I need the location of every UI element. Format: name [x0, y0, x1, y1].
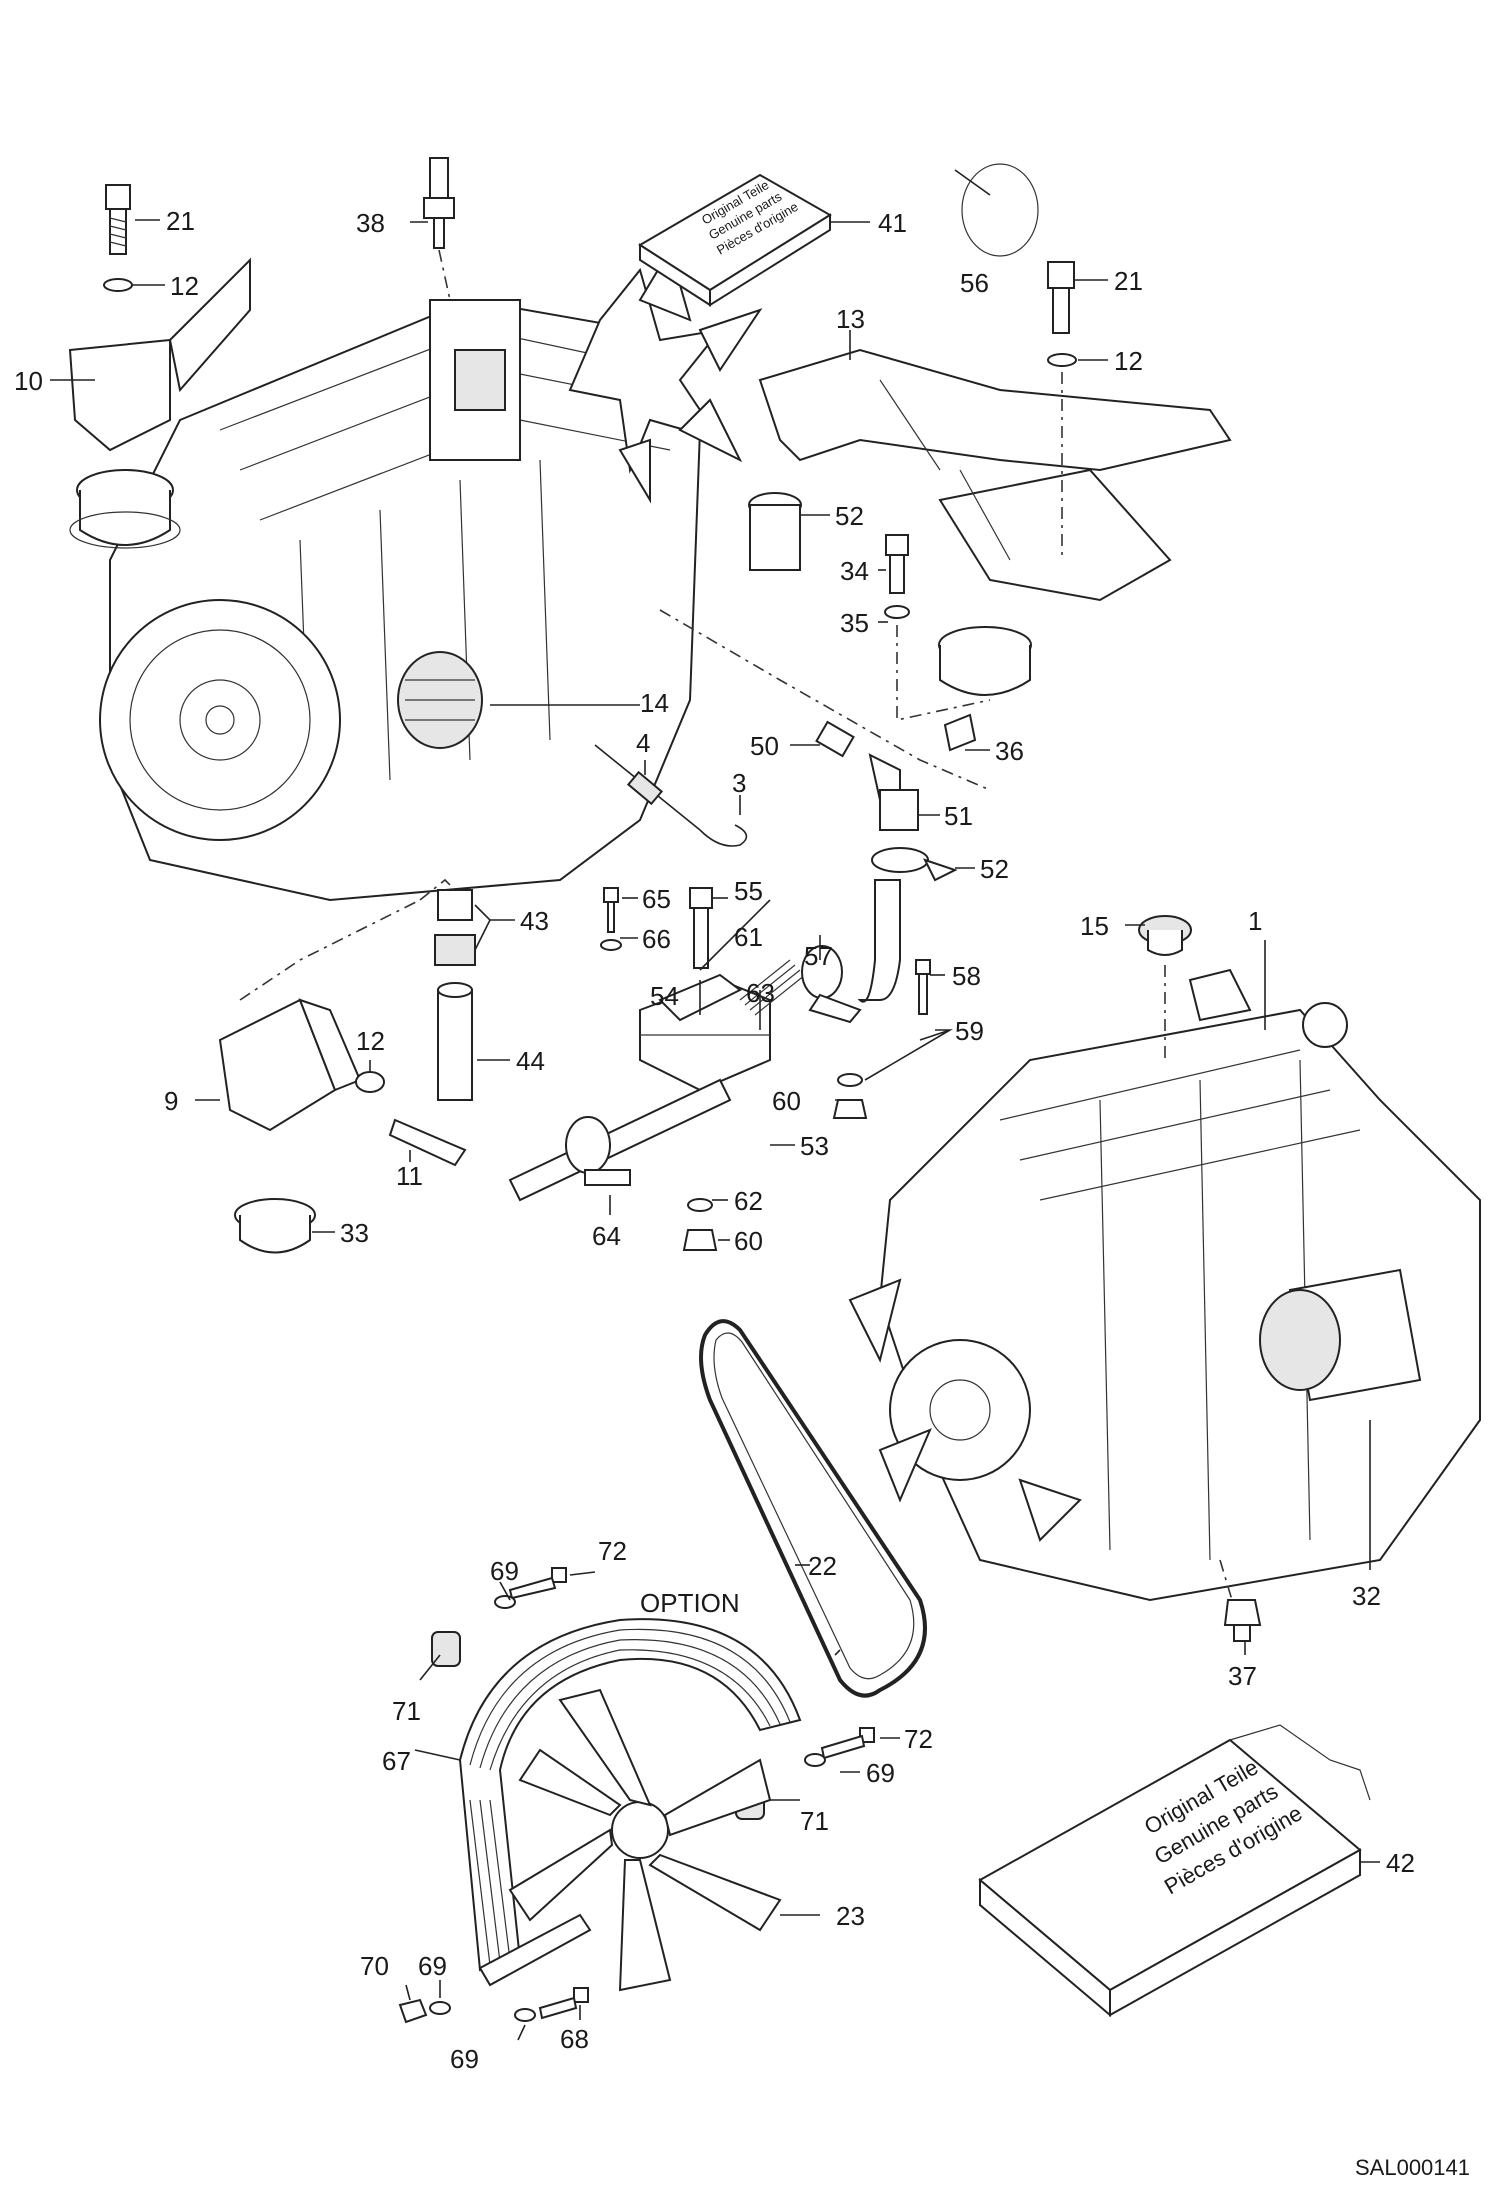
v-belt-22: [699, 1319, 927, 1698]
callout-62: 62: [734, 1186, 763, 1216]
fitting-hose-assembly: [815, 720, 958, 1003]
callout-66: 66: [642, 924, 671, 954]
drain-plug-43: [419, 878, 476, 1101]
callout-60-lower: 60: [734, 1226, 763, 1256]
callout-38: 38: [356, 208, 385, 238]
booklet-41: Original Teile Genuine parts Pièces d'or…: [638, 173, 832, 307]
callout-68: 68: [560, 2024, 589, 2054]
booklet-42: Original Teile Genuine parts Pièces d'or…: [978, 1724, 1371, 2018]
filler-cap-15: [1138, 915, 1192, 1060]
callout-69-b: 69: [866, 1758, 895, 1788]
callout-32: 32: [1352, 1581, 1381, 1611]
callout-60-upper: 60: [772, 1086, 801, 1116]
engine-assembly-left: [99, 267, 723, 902]
glow-plug-38: [423, 157, 455, 301]
option-label: OPTION: [640, 1588, 740, 1618]
callout-4: 4: [636, 728, 650, 758]
callout-33: 33: [340, 1218, 369, 1248]
callout-44: 44: [516, 1046, 545, 1076]
mount-bracket-left: [68, 257, 251, 549]
callout-12-right: 12: [1114, 346, 1143, 376]
leader-lines: [50, 219, 1380, 2041]
callout-52-lower: 52: [980, 854, 1009, 884]
callout-11: 11: [396, 1161, 423, 1191]
callouts: 21 12 10 38 41 56 21 12 13 52 34 35 36 1…: [14, 206, 1415, 2074]
callout-12-lower: 12: [356, 1026, 385, 1056]
figure-code: SAL000141: [1355, 2155, 1470, 2180]
fan-23: [508, 1688, 782, 1992]
callout-69-c: 69: [418, 1951, 447, 1981]
callout-64: 64: [592, 1221, 621, 1251]
mount-36: [938, 626, 1032, 752]
callout-1: 1: [1248, 906, 1262, 936]
callout-14: 14: [640, 688, 669, 718]
bolt-58: [832, 959, 931, 1119]
callout-36: 36: [995, 736, 1024, 766]
cable-tie-56: [954, 163, 1039, 257]
sensor-37: [1219, 1559, 1262, 1642]
callout-71-a: 71: [392, 1696, 421, 1726]
callout-67: 67: [382, 1746, 411, 1776]
bolt-21-right: [1047, 261, 1077, 560]
callout-56: 56: [960, 268, 989, 298]
callout-15: 15: [1080, 911, 1109, 941]
bolts-55-65: [600, 887, 713, 969]
mount-bracket-13: [758, 348, 1232, 602]
callout-72-a: 72: [598, 1536, 627, 1566]
engine-assembly-right: [848, 968, 1481, 1602]
callout-22: 22: [808, 1551, 837, 1581]
callout-54: 54: [650, 981, 679, 1011]
clamp-block-53: [508, 945, 862, 1251]
callout-55: 55: [734, 876, 763, 906]
callout-34: 34: [840, 556, 869, 586]
callout-52-upper: 52: [835, 501, 864, 531]
callout-50: 50: [750, 731, 779, 761]
callout-3: 3: [732, 768, 746, 798]
callout-41: 41: [878, 208, 907, 238]
callout-59: 59: [955, 1016, 984, 1046]
callout-70: 70: [360, 1951, 389, 1981]
callout-72-b: 72: [904, 1724, 933, 1754]
callout-61: 61: [734, 922, 763, 952]
bolt-21-left: [103, 184, 133, 292]
callout-23: 23: [836, 1901, 865, 1931]
callout-65: 65: [642, 884, 671, 914]
callout-69-d: 69: [450, 2044, 479, 2074]
callout-53: 53: [800, 1131, 829, 1161]
callout-21-left: 21: [166, 206, 195, 236]
callout-10: 10: [14, 366, 43, 396]
callout-21-right: 21: [1114, 266, 1143, 296]
hose-clamp-52-upper: [659, 492, 991, 791]
callout-51: 51: [944, 801, 973, 831]
callout-35: 35: [840, 608, 869, 638]
callout-69-a: 69: [490, 1556, 519, 1586]
callout-43: 43: [520, 906, 549, 936]
callout-13: 13: [836, 304, 865, 334]
callout-42: 42: [1386, 1848, 1415, 1878]
callout-58: 58: [952, 961, 981, 991]
bolt-34: [884, 534, 991, 721]
callout-57: 57: [804, 941, 833, 971]
callout-37: 37: [1228, 1661, 1257, 1691]
dipstick-4: [594, 744, 748, 847]
callout-63: 63: [746, 978, 775, 1008]
callout-71-b: 71: [800, 1806, 829, 1836]
mount-bracket-9: [218, 899, 467, 1254]
callout-12-left: 12: [170, 271, 199, 301]
option-hardware: [398, 1567, 875, 2024]
callout-9: 9: [164, 1086, 178, 1116]
